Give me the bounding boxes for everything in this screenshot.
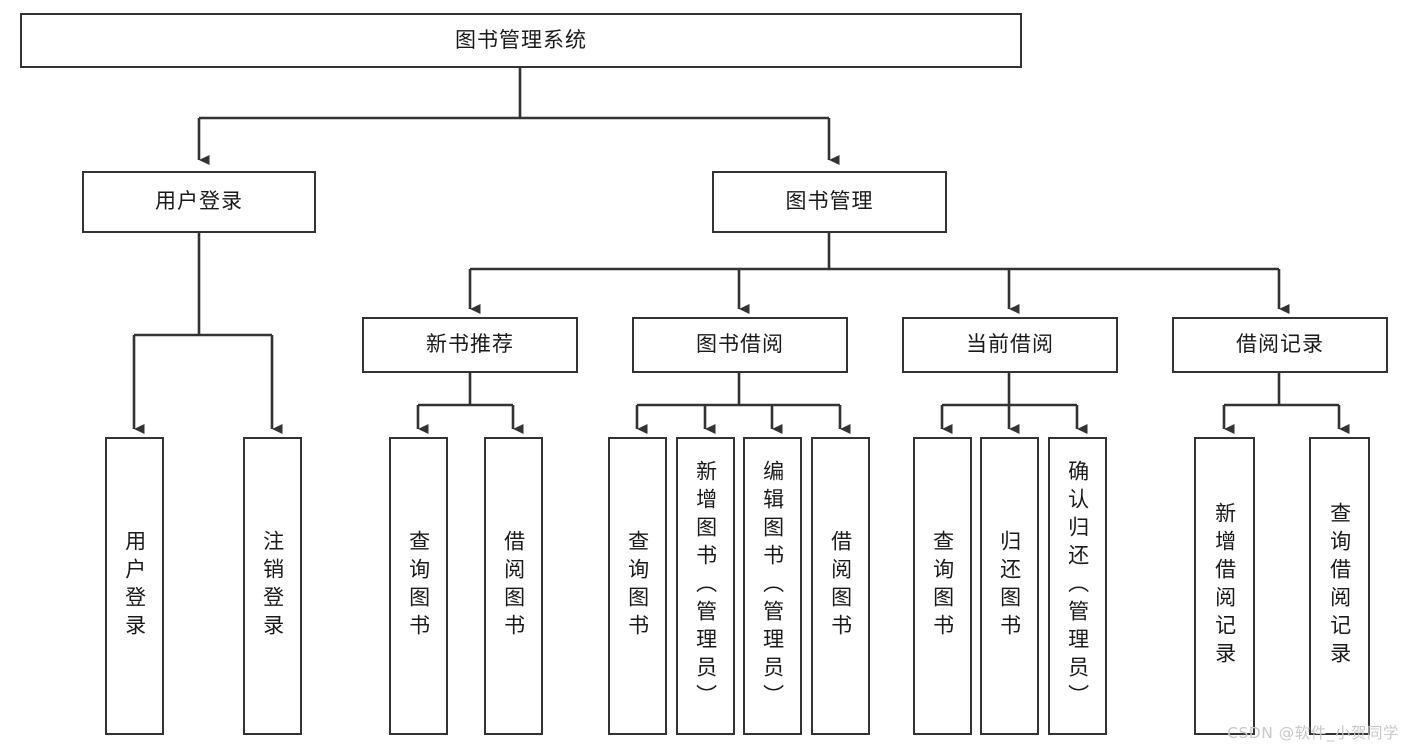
leaf-return-book[interactable]: 归还图书 <box>980 437 1039 735</box>
leaf-user-login-label: 用户登录 <box>122 530 147 642</box>
node-root[interactable]: 图书管理系统 <box>20 13 1022 68</box>
node-root-label: 图书管理系统 <box>455 27 587 52</box>
node-user-login[interactable]: 用户登录 <box>82 171 316 233</box>
leaf-add-book-label: 新增图书（管理员） <box>693 460 718 712</box>
leaf-query-book-current-label: 查询图书 <box>930 530 955 642</box>
leaf-query-record[interactable]: 查询借阅记录 <box>1309 437 1370 735</box>
leaf-logout[interactable]: 注销登录 <box>243 437 302 735</box>
leaf-borrow-book[interactable]: 借阅图书 <box>811 437 870 735</box>
leaf-confirm-return-label: 确认归还（管理员） <box>1065 460 1090 712</box>
leaf-add-record-label: 新增借阅记录 <box>1212 502 1237 670</box>
leaf-query-book-current[interactable]: 查询图书 <box>913 437 972 735</box>
leaf-logout-label: 注销登录 <box>260 530 285 642</box>
leaf-return-book-label: 归还图书 <box>997 530 1022 642</box>
node-current-borrow-label: 当前借阅 <box>966 332 1054 357</box>
leaf-query-book-new-label: 查询图书 <box>406 530 431 642</box>
node-borrow-record-label: 借阅记录 <box>1236 332 1324 357</box>
leaf-borrow-book-new[interactable]: 借阅图书 <box>484 437 543 735</box>
leaf-query-book-new[interactable]: 查询图书 <box>389 437 448 735</box>
leaf-query-book-borrow[interactable]: 查询图书 <box>608 437 667 735</box>
node-borrow-record[interactable]: 借阅记录 <box>1172 317 1388 373</box>
node-book-manage[interactable]: 图书管理 <box>712 171 947 233</box>
watermark: CSDN @软件_小贺同学 <box>1227 724 1399 742</box>
leaf-borrow-book-label: 借阅图书 <box>828 530 853 642</box>
leaf-add-book[interactable]: 新增图书（管理员） <box>676 437 735 735</box>
node-current-borrow[interactable]: 当前借阅 <box>902 317 1118 373</box>
leaf-edit-book-label: 编辑图书（管理员） <box>760 460 785 712</box>
leaf-query-book-borrow-label: 查询图书 <box>625 530 650 642</box>
node-borrow-book-label: 图书借阅 <box>696 332 784 357</box>
node-new-book-label: 新书推荐 <box>426 332 514 357</box>
node-book-manage-label: 图书管理 <box>785 189 874 214</box>
leaf-confirm-return[interactable]: 确认归还（管理员） <box>1048 437 1107 735</box>
leaf-user-login[interactable]: 用户登录 <box>105 437 164 735</box>
leaf-add-record[interactable]: 新增借阅记录 <box>1194 437 1255 735</box>
node-new-book[interactable]: 新书推荐 <box>362 317 578 373</box>
leaf-edit-book[interactable]: 编辑图书（管理员） <box>743 437 802 735</box>
leaf-query-record-label: 查询借阅记录 <box>1327 502 1352 670</box>
leaf-borrow-book-new-label: 借阅图书 <box>501 530 526 642</box>
node-borrow-book[interactable]: 图书借阅 <box>632 317 848 373</box>
node-user-login-label: 用户登录 <box>155 189 243 214</box>
